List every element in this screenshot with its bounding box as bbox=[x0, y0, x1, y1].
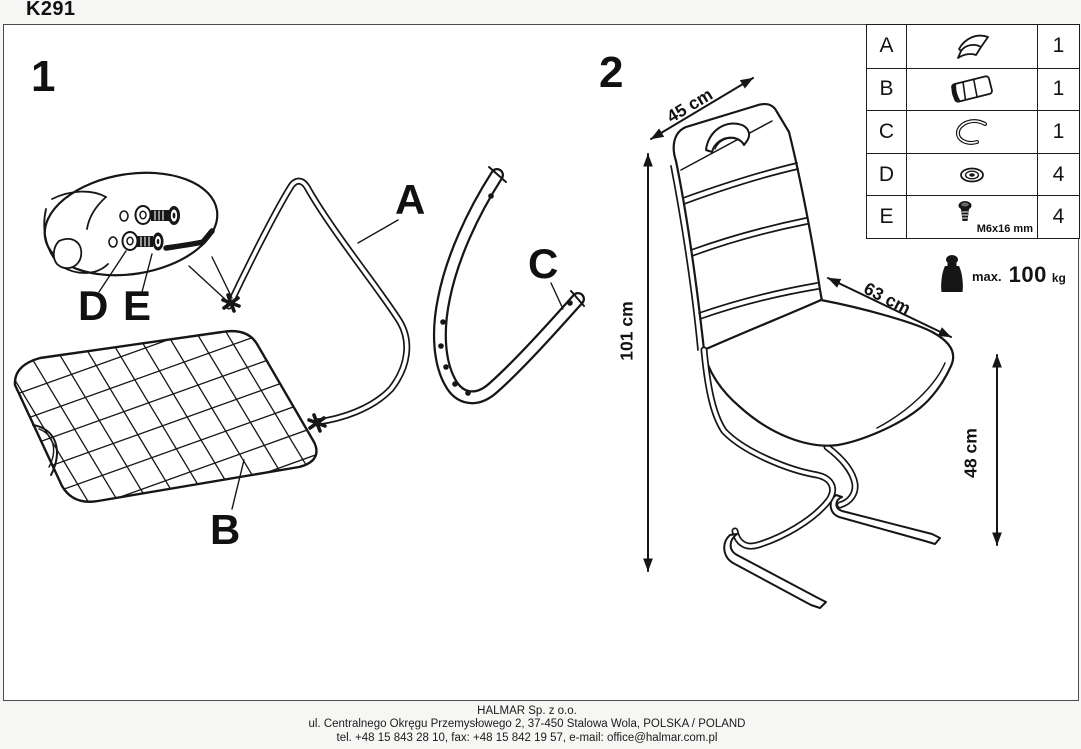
max-load-unit: kg bbox=[1051, 270, 1066, 285]
parts-table-qty: 1 bbox=[1052, 34, 1065, 58]
weight-icon bbox=[941, 255, 963, 292]
bolt-size-label: M6x16 mm bbox=[976, 222, 1033, 235]
backrest-frame-icon bbox=[951, 75, 993, 103]
parts-table-letter: B bbox=[879, 77, 894, 101]
bolt-icon bbox=[958, 201, 972, 222]
footer-contact: tel. +48 15 843 28 10, fax: +48 15 842 1… bbox=[336, 731, 718, 744]
max-load-prefix: max. bbox=[972, 268, 1002, 284]
parts-table-qty: 1 bbox=[1052, 77, 1065, 101]
max-load-badge: max. 100 kg bbox=[939, 252, 1066, 298]
u-bracket-icon bbox=[955, 119, 987, 145]
parts-table: A 1 B 1 C 1 D 4 E bbox=[866, 24, 1080, 239]
footer-address: ul. Centralnego Okręgu Przemysłowego 2, … bbox=[308, 718, 746, 731]
part-label-b: B bbox=[210, 506, 241, 553]
seat-height-dimension: 48 cm bbox=[960, 428, 981, 478]
parts-table-qty: 4 bbox=[1052, 162, 1065, 186]
parts-table-letter: D bbox=[878, 162, 895, 186]
washer-icon bbox=[960, 167, 984, 182]
seat-shell-icon bbox=[957, 35, 989, 60]
footer-company: HALMAR Sp. z o.o. bbox=[477, 705, 577, 717]
total-height-dimension: 101 cm bbox=[616, 301, 637, 361]
parts-table-letter: C bbox=[878, 119, 895, 143]
product-code-title: K291 bbox=[26, 0, 76, 20]
part-label-c: C bbox=[528, 240, 559, 287]
part-label-e: E bbox=[123, 282, 152, 329]
part-label-d: D bbox=[78, 282, 109, 329]
step-2-label: 2 bbox=[599, 48, 624, 97]
parts-table-letter: E bbox=[879, 205, 894, 229]
footer: HALMAR Sp. z o.o. ul. Centralnego Okręgu… bbox=[0, 705, 1054, 745]
parts-table-letter: A bbox=[879, 34, 894, 58]
max-load-value: 100 bbox=[1008, 262, 1047, 287]
part-label-a: A bbox=[395, 176, 426, 223]
parts-table-qty: 1 bbox=[1052, 119, 1065, 143]
step-1-label: 1 bbox=[31, 52, 56, 101]
parts-table-qty: 4 bbox=[1052, 205, 1065, 229]
